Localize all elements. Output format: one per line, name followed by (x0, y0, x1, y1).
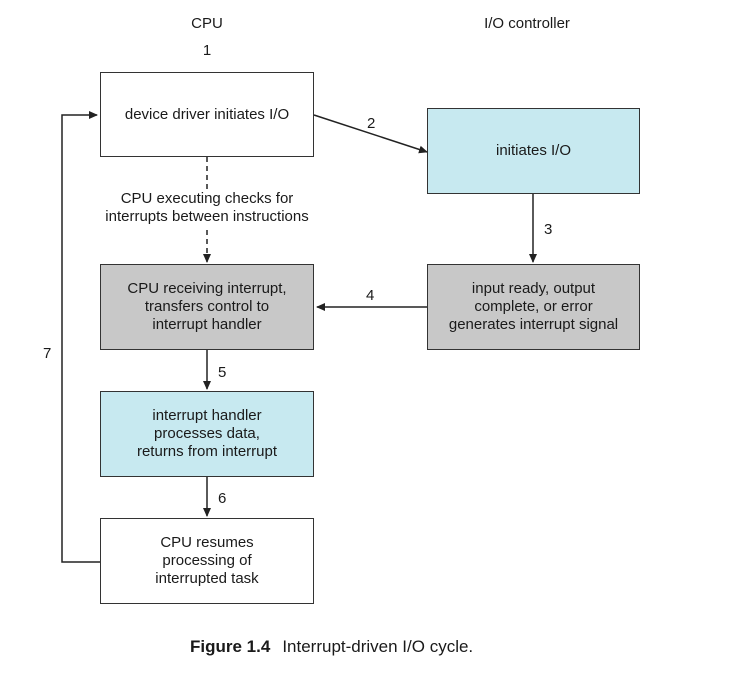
figure-caption: Figure 1.4 Interrupt-driven I/O cycle. (190, 637, 473, 657)
interrupt-handler-box: interrupt handler processes data, return… (100, 391, 314, 477)
cpu-receiving-interrupt-box: CPU receiving interrupt, transfers contr… (100, 264, 314, 350)
arrow-step-7 (61, 111, 100, 563)
cpu-column-header: CPU (191, 15, 223, 32)
step-label-1: 1 (202, 42, 212, 59)
cpu-resumes-box: CPU resumes processing of interrupted ta… (100, 518, 314, 604)
box-line: processes data, (154, 425, 260, 442)
box-line: CPU resumes (160, 534, 254, 551)
figure-number: Figure 1.4 (190, 637, 271, 656)
step-label-3: 3 (544, 221, 553, 238)
arrow-step-2 (313, 114, 428, 154)
box-line: processing of (162, 552, 252, 569)
step-label-4: 4 (366, 287, 375, 304)
box-line: returns from interrupt (136, 443, 278, 460)
box-line: interrupted task (155, 570, 259, 587)
step-label-5: 5 (218, 364, 227, 381)
box-line: initiates I/O (495, 142, 572, 159)
interrupt-check-note: CPU executing checks for interrupts betw… (103, 190, 311, 226)
interrupt-signal-box: input ready, output complete, or error g… (427, 264, 640, 350)
box-line: complete, or error (474, 298, 593, 315)
step-label-7: 7 (43, 345, 52, 362)
device-driver-box: device driver initiates I/O (100, 72, 314, 157)
box-line: transfers control to (144, 298, 270, 315)
box-line: device driver initiates I/O (124, 105, 290, 123)
step-label-6: 6 (218, 490, 227, 507)
figure-caption-text: Interrupt-driven I/O cycle. (282, 637, 474, 656)
box-line: input ready, output (471, 280, 596, 297)
box-line: CPU receiving interrupt, (127, 280, 287, 297)
initiates-io-box: initiates I/O (427, 108, 640, 194)
io-controller-column-header: I/O controller (484, 15, 570, 32)
step-label-2: 2 (367, 115, 376, 132)
box-line: interrupt handler (152, 316, 262, 333)
note-line: interrupts between instructions (105, 208, 309, 225)
note-line: CPU executing checks for (120, 190, 294, 207)
box-line: interrupt handler (152, 407, 262, 424)
box-line: generates interrupt signal (448, 316, 619, 333)
